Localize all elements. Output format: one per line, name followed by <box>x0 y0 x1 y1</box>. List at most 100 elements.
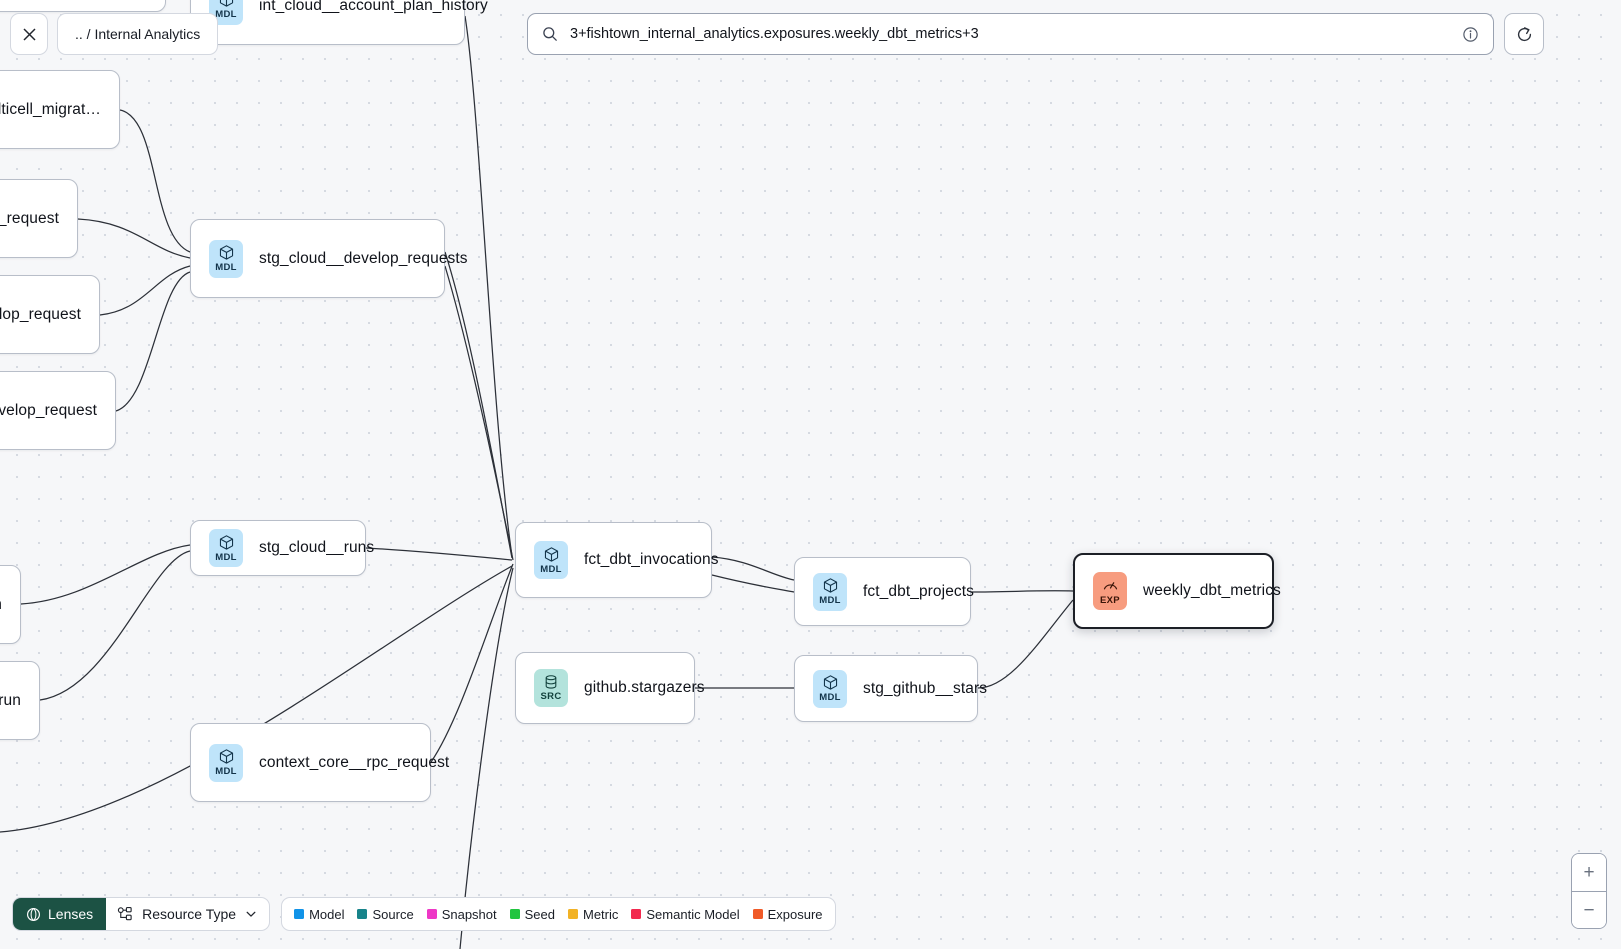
lineage-edge <box>977 599 1074 689</box>
legend-item[interactable]: Metric <box>568 907 618 922</box>
node-type-badge: MDL <box>209 529 243 567</box>
node-type-badge: MDL <box>813 669 847 708</box>
legend-label: Snapshot <box>441 906 497 922</box>
lineage-edge <box>711 574 795 593</box>
graph-node[interactable]: snapshot_daily <box>0 0 166 12</box>
graph-node[interactable]: MDL fct_dbt_projects <box>794 557 975 626</box>
search-icon <box>543 27 557 41</box>
legend-item[interactable]: Semantic Model <box>631 906 740 922</box>
search-bar[interactable] <box>527 13 1494 55</box>
legend-item[interactable]: Source <box>357 906 414 922</box>
cube-icon <box>219 749 233 764</box>
node-label: stg_cloud__develop_requests <box>259 249 468 267</box>
node-label: fct_dbt_projects <box>863 582 975 600</box>
graph-node[interactable]: SRC github.stargazers <box>515 652 705 724</box>
legend-swatch <box>426 909 437 919</box>
graph-node[interactable]: _run <box>0 661 40 740</box>
lineage-edge <box>430 563 514 763</box>
cube-icon <box>219 534 233 550</box>
graph-node[interactable]: velop_request <box>0 275 100 354</box>
refresh-button[interactable] <box>1504 13 1544 55</box>
resource-type-dropdown[interactable]: Resource Type <box>106 898 269 930</box>
node-label: context_core__rpc_request <box>259 753 450 771</box>
node-label: github.stargazers <box>584 679 705 696</box>
graph-node[interactable]: _develop_request <box>0 371 116 450</box>
gauge-icon <box>1103 581 1117 589</box>
node-type-badge-label: SRC <box>540 691 562 702</box>
graph-node[interactable]: p_request <box>0 179 78 258</box>
lineage-edge <box>459 567 514 949</box>
node-type-badge: SRC <box>534 669 568 707</box>
cube-icon <box>544 546 558 562</box>
node-type-badge-label: MDL <box>819 595 841 606</box>
graph-node[interactable]: MDL stg_cloud__runs <box>190 520 374 576</box>
lineage-edge <box>77 218 191 259</box>
node-label: p_request <box>0 209 59 227</box>
node-type-badge-label: MDL <box>215 9 237 20</box>
node-type-badge-label: MDL <box>540 563 562 575</box>
legend-swatch <box>357 909 368 919</box>
legend-label: Metric <box>583 906 619 922</box>
node-label: velop_request <box>0 305 81 323</box>
breadcrumb[interactable]: .. / Internal Analytics <box>57 13 219 55</box>
legend-swatch <box>752 909 763 919</box>
lineage-edge <box>115 271 191 412</box>
lenses-label: Lenses <box>48 906 94 922</box>
lineage-edge <box>464 15 513 557</box>
top-toolbar: .. / Internal Analytics <box>0 0 1621 68</box>
zoom-out-button[interactable]: − <box>1572 891 1606 928</box>
legend-item[interactable]: Model <box>294 907 344 922</box>
lineage-edge <box>39 550 191 701</box>
legend-label: Semantic Model <box>646 906 740 922</box>
zoom-in-button[interactable]: + <box>1572 854 1606 891</box>
nodes-icon <box>118 906 132 921</box>
node-type-badge: MDL <box>813 572 847 611</box>
node-label: multicell_migrat… <box>0 100 101 118</box>
legend-swatch <box>631 909 642 919</box>
legend-swatch <box>294 909 305 919</box>
node-label: n <box>0 596 2 614</box>
node-label: stg_cloud__runs <box>259 539 375 556</box>
graph-node[interactable]: multicell_migrat… <box>0 70 120 149</box>
legend-item[interactable]: Seed <box>509 906 555 922</box>
lineage-edge <box>711 556 795 581</box>
legend-label: Source <box>372 906 414 922</box>
lineage-edge <box>444 265 514 561</box>
node-type-badge-label: MDL <box>819 692 841 703</box>
node-type-badge-label: EXP <box>1100 594 1120 606</box>
resource-type-label: Resource Type <box>142 906 237 922</box>
cube-icon <box>219 0 233 7</box>
lenses-button[interactable]: Lenses <box>13 898 107 930</box>
lens-controls-group: Lenses Resource Type <box>12 897 271 931</box>
lineage-edge <box>444 251 513 559</box>
legend-item[interactable]: Exposure <box>752 907 823 922</box>
graph-node[interactable]: MDL context_core__rpc_request <box>190 723 449 802</box>
node-type-badge-label: MDL <box>215 766 237 777</box>
cube-icon <box>219 245 233 260</box>
close-button[interactable] <box>10 13 48 55</box>
search-input[interactable] <box>570 26 1450 42</box>
lineage-edge <box>365 547 513 561</box>
database-icon <box>545 675 557 689</box>
lineage-edge <box>119 109 191 253</box>
node-type-badge: EXP <box>1093 572 1127 610</box>
lineage-edge <box>20 544 191 605</box>
zoom-controls: + − <box>1571 853 1607 929</box>
legend-label: Seed <box>524 906 555 922</box>
info-icon[interactable] <box>1462 26 1479 43</box>
breadcrumb-label: .. / Internal Analytics <box>75 26 201 42</box>
legend-item[interactable]: Snapshot <box>426 906 497 922</box>
node-type-badge: MDL <box>534 541 568 579</box>
cube-icon <box>823 675 837 690</box>
legend-swatch <box>568 909 578 919</box>
resource-type-legend: Model Source Snapshot Seed Metric Semantic Mo… <box>281 897 836 931</box>
node-label: _run <box>0 691 21 709</box>
graph-node[interactable]: n <box>0 565 21 644</box>
